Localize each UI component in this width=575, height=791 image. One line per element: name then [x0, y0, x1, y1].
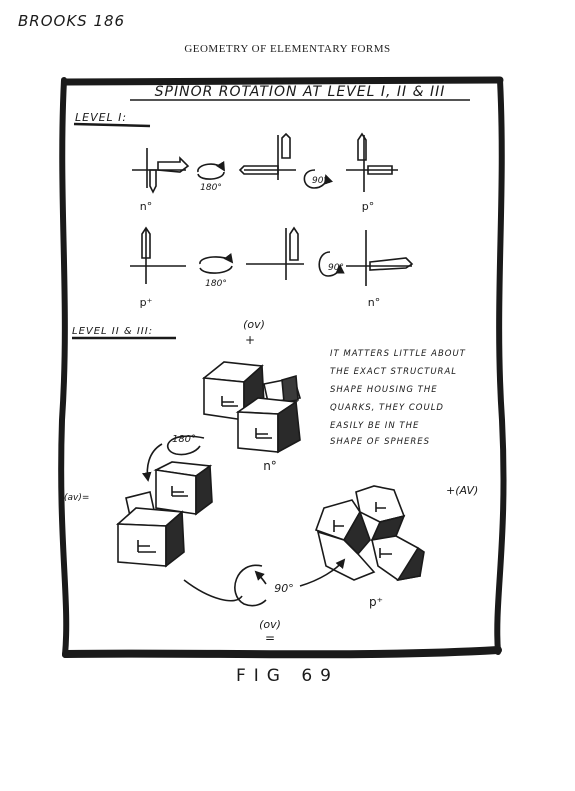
rotation-arrow-5	[142, 435, 205, 482]
corner-note: BROOKS 186	[18, 12, 126, 30]
rotation-arrow-6	[183, 558, 346, 607]
particle-label-5: n°	[263, 459, 277, 473]
running-head: GEOMETRY OF ELEMENTARY FORMS	[184, 43, 391, 55]
figure-frame	[58, 76, 507, 659]
charge-ov-top: (ov)	[243, 318, 265, 331]
angle-label-4: 90°	[328, 263, 344, 273]
spinor-glyph-1	[132, 148, 190, 194]
note-line: EASILY BE IN THE	[330, 421, 419, 431]
charge-ov-bottom: (ov)	[259, 618, 281, 631]
spinor-glyph-6	[346, 230, 414, 286]
note-line: IT MATTERS LITTLE ABOUT	[330, 349, 466, 359]
particle-label-3: p⁺	[140, 296, 153, 309]
spinor-glyph-2	[238, 132, 296, 180]
note-line: SHAPE OF SPHERES	[330, 437, 430, 447]
cube-cluster-upper	[201, 361, 302, 454]
level1-heading: LEVEL I:	[75, 111, 127, 124]
cube-cluster-lower-left	[115, 461, 213, 568]
note-line: THE EXACT STRUCTURAL	[330, 367, 457, 377]
charge-ov-top-sign: +	[245, 333, 255, 347]
particle-label-1: n°	[140, 200, 152, 213]
spinor-glyph-5	[246, 226, 304, 280]
figure-caption: FIG 69	[235, 666, 339, 686]
rotation-arrow-3	[199, 252, 234, 274]
particle-label-6: p⁺	[369, 595, 383, 609]
angle-label-2: 90°	[312, 176, 328, 186]
spinor-glyph-3	[346, 132, 398, 192]
rotation-arrow-1	[197, 160, 225, 180]
charge-ov-bottom-sign: =	[265, 631, 275, 645]
note-line: SHAPE HOUSING THE	[330, 385, 438, 395]
note-line: QUARKS, THEY COULD	[330, 403, 444, 413]
explanatory-note: IT MATTERS LITTLE ABOUT THE EXACT STRUCT…	[330, 349, 466, 447]
figure-title: SPINOR ROTATION AT LEVEL I, II & III	[155, 84, 446, 100]
level23-heading: LEVEL II & III:	[72, 326, 153, 337]
rotation-arrow-4	[318, 251, 345, 277]
rotation-arrow-2	[303, 169, 333, 189]
particle-label-2: p°	[362, 200, 374, 213]
angle-label-5: 180°	[172, 434, 196, 445]
charge-av-left: (av)=	[64, 493, 89, 503]
angle-label-1: 180°	[200, 183, 222, 193]
spinor-glyph-4	[130, 226, 186, 284]
particle-label-4: n°	[368, 296, 380, 309]
cube-cluster-right	[314, 485, 425, 582]
angle-label-6: 90°	[274, 582, 294, 595]
angle-label-3: 180°	[205, 279, 227, 289]
charge-av-right: +(AV)	[446, 484, 478, 497]
